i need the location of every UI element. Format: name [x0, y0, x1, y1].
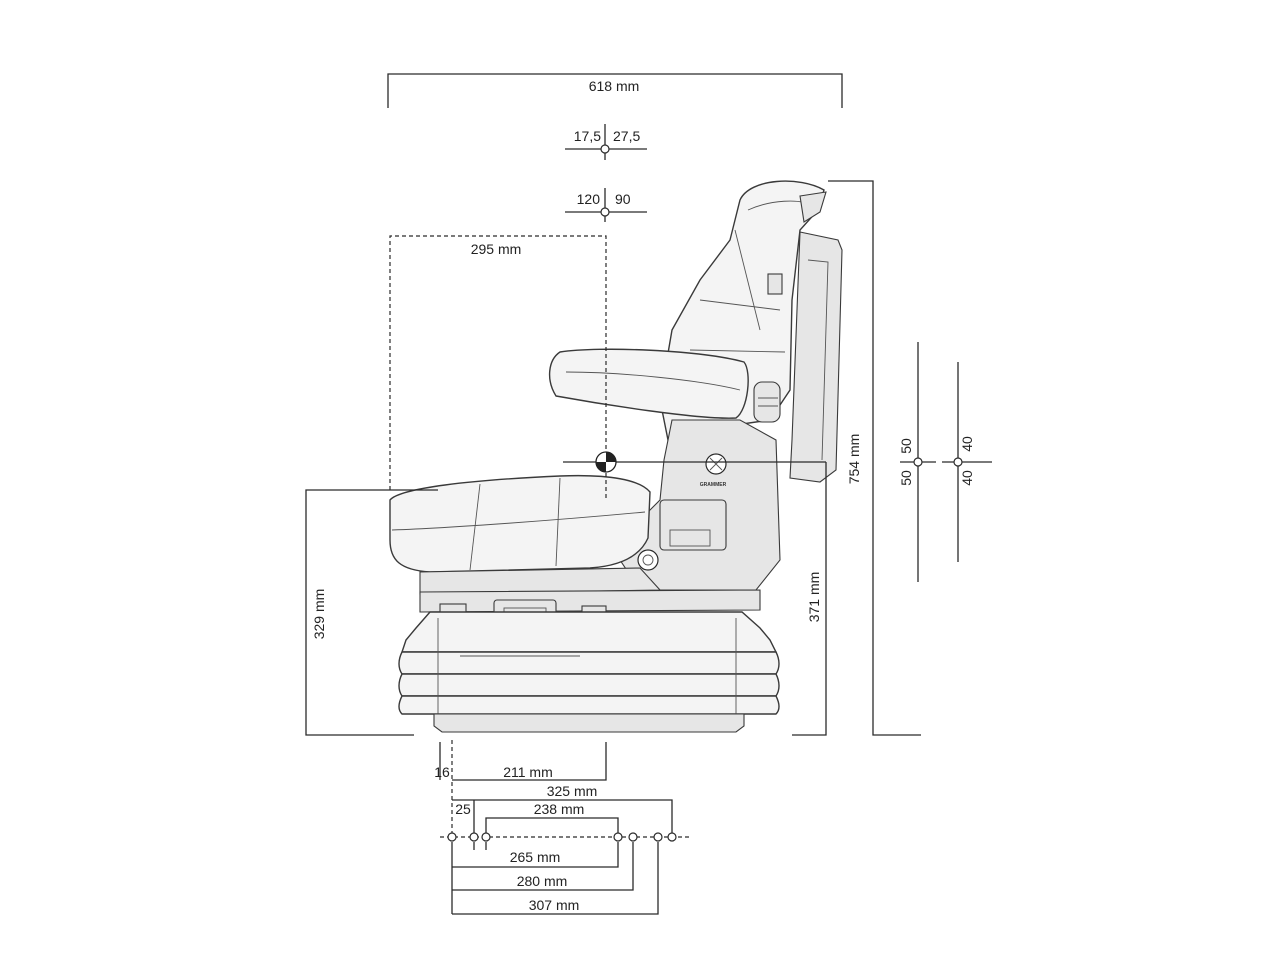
- backrest-adj-lower-label: 50: [898, 470, 914, 486]
- backrest-adj-upper-label: 50: [898, 438, 914, 454]
- hole-265-label: 265 mm: [510, 849, 561, 865]
- brand-logo-text: GRAMMER: [700, 482, 727, 488]
- base-325-label: 325 mm: [547, 783, 598, 799]
- sip-reference-marker: [595, 451, 617, 473]
- hole-238-label: 238 mm: [534, 801, 585, 817]
- angle-right-label: 90: [615, 191, 631, 207]
- seat-depth-label: 295 mm: [471, 241, 522, 257]
- seat-illustration: [389, 180, 843, 733]
- angle-left-label: 120: [577, 191, 601, 207]
- height-right-dimension-line: [792, 462, 827, 736]
- total-height-dimension-line: [828, 180, 921, 736]
- seat-depth-dimension-line: [389, 235, 607, 500]
- total-height-label: 754 mm: [846, 434, 862, 485]
- height-left-dimension-line: [305, 489, 438, 736]
- total-width-dimension-line: [387, 73, 843, 108]
- offset-right-label: 27,5: [613, 128, 640, 144]
- hole-25-label: 25: [455, 801, 471, 817]
- mounting-holes: [447, 832, 677, 842]
- armrest-adj-lower-label: 40: [959, 470, 975, 486]
- armrest-adj-upper-label: 40: [959, 436, 975, 452]
- hole-280-label: 280 mm: [517, 873, 568, 889]
- base-offset-label: 16: [434, 764, 450, 780]
- hole-307-label: 307 mm: [529, 897, 580, 913]
- total-width-label: 618 mm: [589, 78, 640, 94]
- height-right-label: 371 mm: [806, 572, 822, 623]
- height-left-label: 329 mm: [311, 589, 327, 640]
- base-211-label: 211 mm: [503, 764, 553, 780]
- offset-left-label: 17,5: [574, 128, 601, 144]
